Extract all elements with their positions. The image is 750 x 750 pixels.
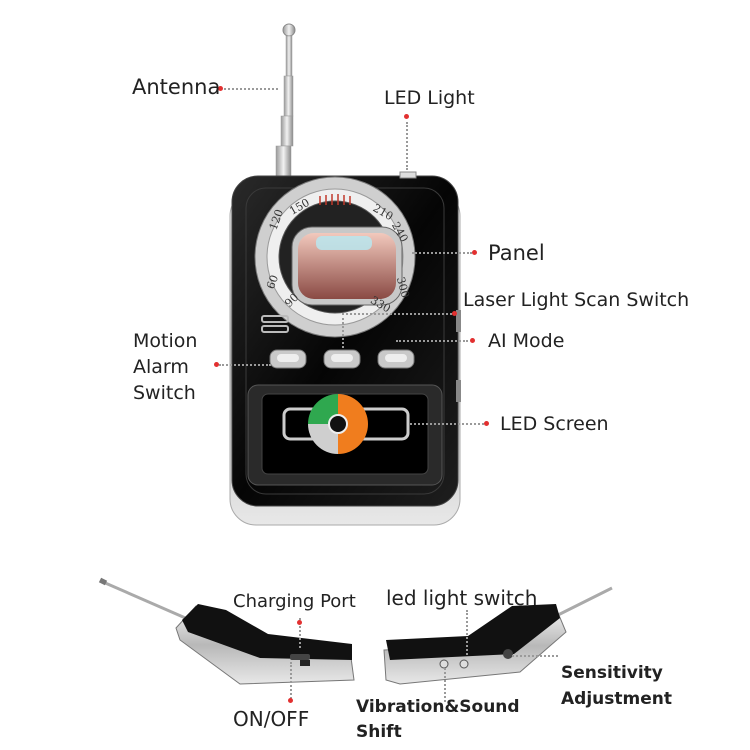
ai-mode-button[interactable] (377, 349, 415, 369)
laser-dot (452, 311, 457, 316)
label-laser-scan-switch: Laser Light Scan Switch (463, 289, 690, 311)
antenna (275, 23, 296, 179)
dial-panel (254, 176, 416, 338)
side-view-left (98, 577, 355, 685)
label-panel: Panel (488, 241, 545, 265)
on-off-leader (290, 662, 292, 702)
motion-leader (219, 364, 271, 366)
ai-mode-dot (470, 338, 475, 343)
label-led-screen: LED Screen (500, 413, 609, 435)
motion-alarm-button[interactable] (269, 349, 307, 369)
label-antenna: Antenna (132, 75, 221, 99)
motion-dot (214, 362, 219, 367)
label-led-light: LED Light (384, 87, 475, 109)
charging-port-leader (299, 618, 301, 648)
label-vibration-2: Shift (356, 722, 402, 742)
dial-tick-60: 60 (264, 273, 281, 291)
label-on-off: ON/OFF (233, 707, 310, 731)
ai-mode-leader (396, 340, 468, 342)
led-screen-dot (484, 421, 489, 426)
panel-leader (412, 252, 472, 254)
label-vibration-1: Vibration&Sound (356, 697, 520, 717)
motion-icon (261, 315, 289, 333)
antenna-leader (220, 88, 278, 90)
label-sensitivity-1: Sensitivity (561, 663, 663, 683)
dial-tick-300: 300 (394, 276, 412, 300)
led-screen (247, 384, 443, 486)
label-charging-port: Charging Port (233, 591, 356, 612)
laser-leader (342, 313, 452, 315)
sensitivity-leader (512, 655, 558, 657)
label-sensitivity-2: Adjustment (561, 689, 672, 709)
led-screen-leader (410, 423, 484, 425)
label-motion-1: Motion (133, 330, 198, 352)
laser-scan-button[interactable] (323, 349, 361, 369)
charging-port-dot (297, 620, 302, 625)
label-led-light-switch: led light switch (386, 586, 538, 610)
on-off-dot (288, 698, 293, 703)
label-ai-mode: AI Mode (488, 330, 565, 352)
antenna-dot (218, 86, 223, 91)
side-view-right (383, 586, 613, 685)
panel-dot (472, 250, 477, 255)
led-light-leader (406, 122, 408, 170)
led-light-dot (404, 114, 409, 119)
label-motion-2: Alarm (133, 356, 189, 378)
laser-leader-down (342, 313, 344, 348)
led-switch-leader (466, 610, 468, 655)
vibration-leader (444, 668, 446, 702)
label-motion-3: Switch (133, 382, 196, 404)
